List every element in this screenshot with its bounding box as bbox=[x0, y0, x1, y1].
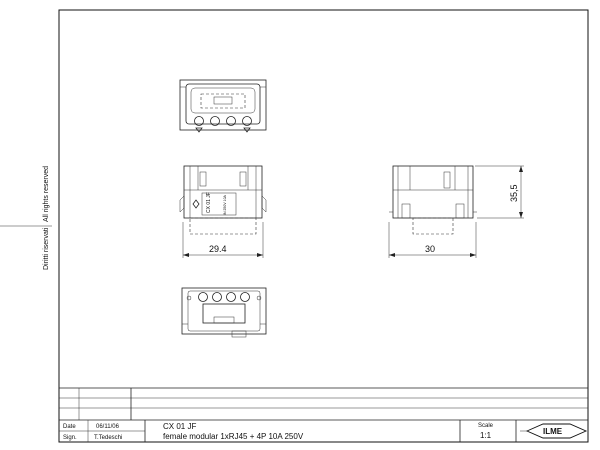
bottom-pin-3 bbox=[226, 292, 236, 302]
rj45-port-top bbox=[200, 93, 246, 109]
front-view: CX 01 JF IN 250V 10A 29.4 bbox=[179, 165, 267, 258]
side-view-body bbox=[392, 165, 474, 219]
bottom-view-outer bbox=[181, 287, 267, 335]
dimension-height-side: 35,5 bbox=[509, 184, 519, 202]
title-block: Date 06/11/06 Sign. T.Tedeschi CX 01 JF … bbox=[59, 387, 588, 442]
bottom-pin-2 bbox=[212, 292, 222, 302]
date-value: 06/11/06 bbox=[96, 424, 120, 430]
pin-1 bbox=[194, 116, 204, 126]
dimension-width-front: 29.4 bbox=[209, 244, 227, 254]
bottom-view bbox=[181, 287, 267, 338]
bottom-pin-1 bbox=[198, 292, 208, 302]
logo-text: ILME bbox=[543, 427, 563, 436]
top-view-outer bbox=[179, 79, 267, 131]
front-view-lower-outline bbox=[189, 217, 257, 235]
ground-symbol bbox=[192, 199, 200, 209]
sign-value: T.Tedeschi bbox=[94, 435, 122, 441]
part-label-line2: IN 250V 10A bbox=[223, 194, 227, 215]
pin-2 bbox=[210, 116, 220, 126]
dimension-width-side: 30 bbox=[425, 244, 435, 254]
pin-3 bbox=[226, 116, 236, 126]
sign-label: Sign. bbox=[63, 435, 77, 441]
bottom-pin-4 bbox=[240, 292, 250, 302]
rj45-port-bottom bbox=[202, 303, 246, 324]
scale-value: 1:1 bbox=[480, 431, 492, 440]
top-view-inner bbox=[185, 83, 261, 125]
date-label: Date bbox=[63, 424, 76, 430]
ilme-logo bbox=[525, 423, 588, 439]
drawing-frame bbox=[58, 9, 589, 443]
side-note: Diritti riservati All rights reserved bbox=[0, 166, 52, 270]
part-label-plate bbox=[201, 192, 237, 216]
pin-4 bbox=[242, 116, 252, 126]
top-view bbox=[179, 79, 267, 133]
scale-label: Scale bbox=[478, 423, 494, 429]
part-description: female modular 1xRJ45 + 4P 10A 250V bbox=[163, 432, 304, 441]
part-code: CX 01 JF bbox=[163, 422, 196, 431]
part-label-line1: CX 01 JF bbox=[206, 192, 212, 213]
side-view: 30 35,5 bbox=[388, 165, 524, 258]
side-view-lower-outline bbox=[412, 217, 454, 235]
side-note-left: Diritti riservati bbox=[43, 227, 50, 270]
side-note-right: All rights reserved bbox=[43, 166, 50, 222]
